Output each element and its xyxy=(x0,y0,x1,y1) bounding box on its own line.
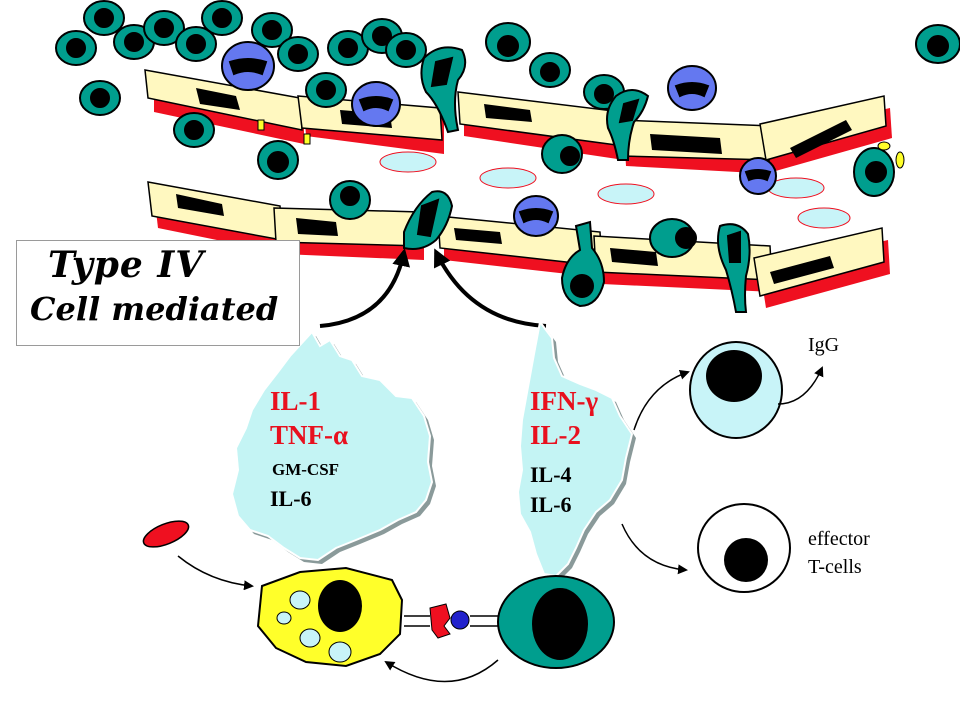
migrating-cells xyxy=(403,46,751,313)
title-line-1: Type IV xyxy=(48,244,205,286)
red-blood-cell xyxy=(479,167,537,189)
arrow-antigen-to-apc xyxy=(177,555,254,591)
right-label-1: IFN-γ xyxy=(530,386,599,416)
lymphocyte xyxy=(173,112,215,148)
migrating-cell xyxy=(560,220,606,308)
arrow-tcell-to-apc xyxy=(384,659,499,683)
left-label-2: TNF-α xyxy=(270,420,349,450)
arrow-left-to-vessel xyxy=(319,248,410,328)
igg-label: IgG xyxy=(808,334,840,356)
activated-lymphocyte xyxy=(351,81,401,127)
lymphocyte xyxy=(649,218,697,258)
lymphocyte xyxy=(541,134,583,174)
lymphocyte xyxy=(305,72,347,108)
activated-lymphocyte xyxy=(667,65,717,111)
left-cytokine-cloud xyxy=(230,330,436,564)
mhc-antigen xyxy=(429,603,451,639)
title-line-2: Cell mediated xyxy=(30,290,279,328)
t-helper-cell xyxy=(497,575,615,669)
arrow-b-cell-to-igg xyxy=(777,366,824,405)
lymphocyte xyxy=(385,32,427,68)
lymphocyte xyxy=(251,12,293,48)
effector-label-2: T-cells xyxy=(808,556,862,578)
right-label-4: IL-6 xyxy=(530,492,572,517)
activated-lymphocyte xyxy=(513,195,559,237)
activated-lymphocyte xyxy=(739,157,777,195)
endothelial-cell xyxy=(617,119,775,174)
right-label-2: IL-2 xyxy=(530,420,582,450)
migrating-cell xyxy=(717,223,751,313)
red-blood-cell xyxy=(767,177,825,199)
lymphocyte xyxy=(485,22,531,62)
left-label-4: IL-6 xyxy=(270,486,312,511)
lymphocyte xyxy=(55,30,97,66)
endothelial-cell xyxy=(759,95,892,172)
lymphocyte xyxy=(327,30,369,66)
migrating-cell xyxy=(420,46,467,134)
lymphocyte xyxy=(175,26,217,62)
arrow-to-b-cell xyxy=(633,369,690,431)
endothelial-cell xyxy=(753,227,890,308)
endothelial-cell xyxy=(273,207,424,260)
activated-lymphocyte xyxy=(221,41,275,91)
lumen-cells xyxy=(379,151,851,229)
lymphocyte xyxy=(853,147,895,197)
lymphocyte xyxy=(143,10,185,46)
arrow-right-to-vessel xyxy=(434,248,547,328)
migrating-cell xyxy=(403,190,454,250)
endothelial-cell xyxy=(147,181,286,254)
right-label-3: IL-4 xyxy=(530,462,572,487)
left-label-1: IL-1 xyxy=(270,386,322,416)
red-blood-cell xyxy=(597,183,655,205)
right-cytokine-cloud xyxy=(516,319,636,580)
left-label-3: GM-CSF xyxy=(272,460,340,479)
effector-label-1: effector xyxy=(808,528,870,550)
antigen xyxy=(142,520,190,548)
endothelial-cell xyxy=(144,69,304,144)
granule-markers xyxy=(257,119,905,169)
tissue-lymphocytes xyxy=(55,0,960,258)
lymphocyte xyxy=(201,0,243,36)
antigen-presenting-cell xyxy=(256,566,404,668)
arrow-to-effector-cell xyxy=(621,523,688,575)
effector-t-cell xyxy=(697,503,791,593)
red-blood-cell xyxy=(797,207,851,229)
tcr-receptor xyxy=(450,610,470,630)
lymphocyte xyxy=(529,52,571,88)
lymphocyte xyxy=(79,80,121,116)
b-cell xyxy=(689,341,783,439)
immune-synapse xyxy=(404,603,498,639)
lymphocyte xyxy=(257,140,299,180)
lymphocyte xyxy=(329,180,371,220)
lymphocyte xyxy=(83,0,125,36)
red-blood-cell xyxy=(379,151,437,173)
blue-lymphocytes xyxy=(221,41,777,237)
lymphocyte xyxy=(915,24,960,64)
lymphocyte xyxy=(277,36,319,72)
migrating-cell xyxy=(606,89,650,161)
lower-vessel-wall xyxy=(147,181,890,308)
title-box xyxy=(16,240,300,346)
